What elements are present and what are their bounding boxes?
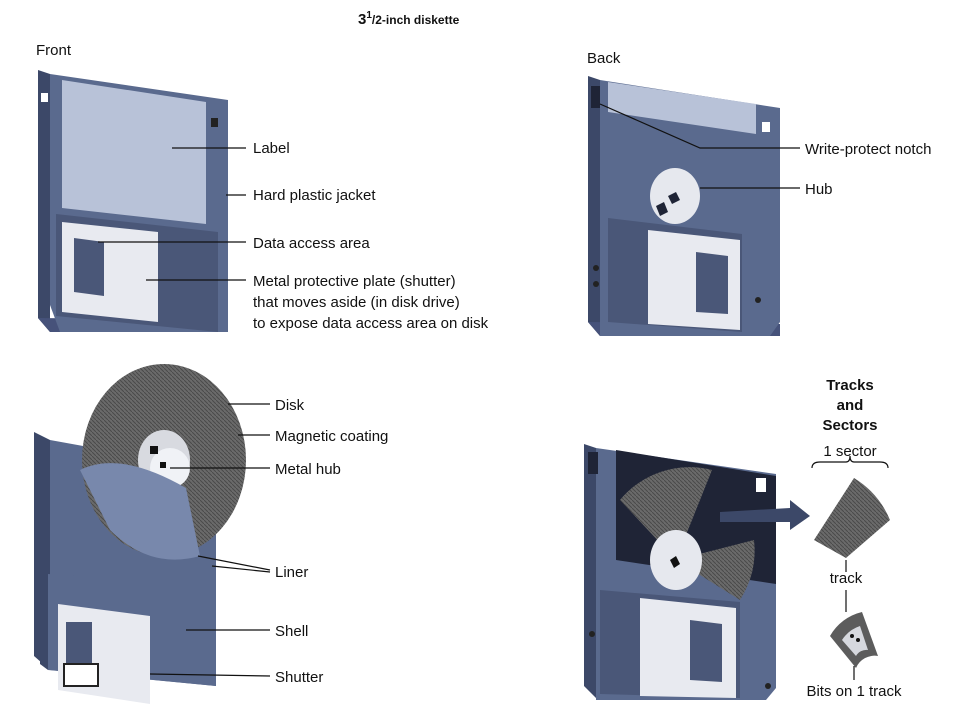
back-diskette bbox=[588, 76, 780, 336]
metal-hub-caption: Metal hub bbox=[275, 461, 341, 478]
tracks-heading-line1: Tracks bbox=[826, 377, 874, 394]
jacket-caption: Hard plastic jacket bbox=[253, 187, 376, 204]
front-view-title: Front bbox=[36, 42, 72, 59]
label-caption: Label bbox=[253, 140, 290, 157]
coating-caption: Magnetic coating bbox=[275, 428, 388, 445]
tracks-heading-line2: and bbox=[837, 397, 864, 414]
hub-caption: Hub bbox=[805, 181, 833, 198]
shutter-caption: Shutter bbox=[275, 669, 323, 686]
liner bbox=[80, 463, 200, 560]
diagram-title: 31/2-inch diskette bbox=[358, 10, 460, 28]
shutter-caption-line1: Metal protective plate (shutter) bbox=[253, 273, 456, 290]
write-protect-notch bbox=[591, 86, 600, 108]
write-protect-caption: Write-protect notch bbox=[805, 141, 931, 158]
track-caption: track bbox=[830, 570, 863, 587]
data-access-window bbox=[74, 238, 104, 296]
sector-wedge bbox=[814, 478, 890, 558]
bits-caption: Bits on 1 track bbox=[806, 683, 902, 700]
sector-caption: 1 sector bbox=[823, 443, 876, 460]
data-access-caption: Data access area bbox=[253, 235, 370, 252]
disk-caption: Disk bbox=[275, 397, 305, 414]
liner-caption: Liner bbox=[275, 564, 308, 581]
exploded-diskette bbox=[34, 364, 246, 704]
label-area bbox=[62, 80, 206, 224]
tracks-heading-line3: Sectors bbox=[822, 417, 877, 434]
front-diskette bbox=[38, 70, 228, 332]
tracks-diskette bbox=[584, 444, 776, 700]
sector-arrow bbox=[720, 500, 810, 530]
shell-caption: Shell bbox=[275, 623, 308, 640]
shutter-caption-line2: that moves aside (in disk drive) bbox=[253, 294, 460, 311]
disk-sector-upper bbox=[620, 467, 712, 560]
shutter-caption-line3: to expose data access area on disk bbox=[253, 315, 489, 332]
back-view-title: Back bbox=[587, 50, 621, 67]
